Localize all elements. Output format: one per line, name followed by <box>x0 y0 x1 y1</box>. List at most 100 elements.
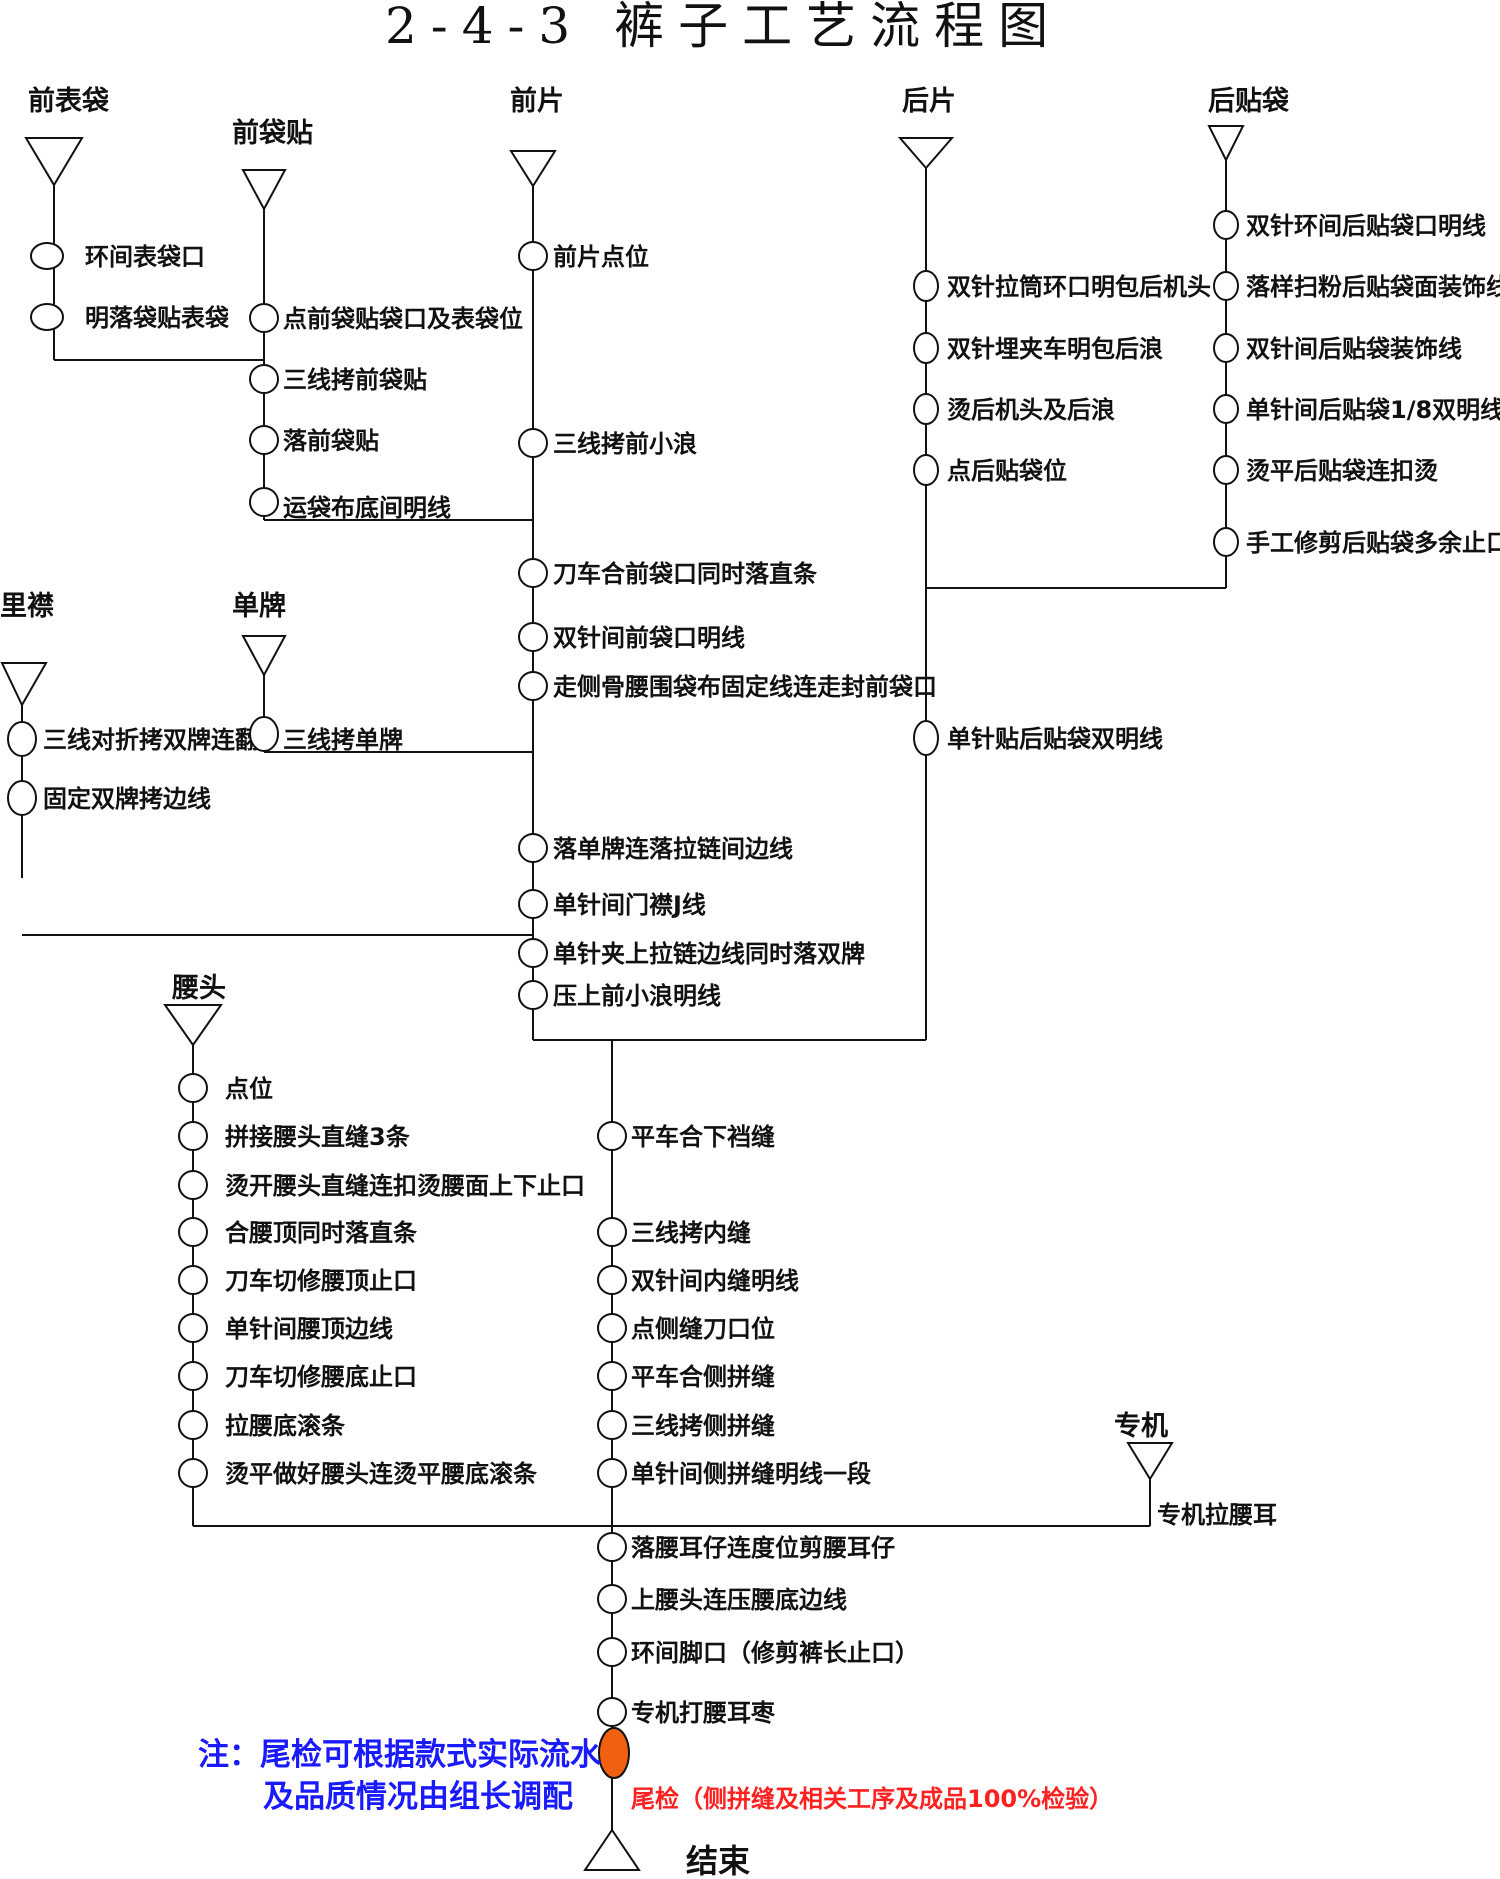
step-label: 点位 <box>225 1075 273 1103</box>
step-node <box>518 938 548 968</box>
step-label: 三线拷侧拼缝 <box>631 1412 775 1440</box>
step-label: 点前袋贴袋口及表袋位 <box>283 305 523 333</box>
step-node <box>178 1410 208 1440</box>
step-label: 固定双牌拷边线 <box>43 785 211 813</box>
step-node <box>518 622 548 652</box>
step-label: 前片点位 <box>553 243 649 271</box>
step-label: 双针间内缝明线 <box>631 1267 799 1295</box>
step-label: 三线拷内缝 <box>631 1219 751 1247</box>
step-node <box>597 1637 627 1667</box>
step-label: 环间表袋口 <box>85 243 205 271</box>
source-triangle-icon <box>1126 1442 1174 1481</box>
source-triangle-icon <box>241 635 287 678</box>
branch-danpai: 三线拷单牌 <box>249 716 403 754</box>
step-node <box>7 780 37 816</box>
source-label-yaotou: 腰头 <box>171 973 226 1004</box>
step-label: 三线拷前小浪 <box>553 430 697 458</box>
step-node <box>597 1217 627 1247</box>
step-label: 三线拷前袋贴 <box>283 366 427 394</box>
step-label-zhuanji: 专机拉腰耳 <box>1157 1501 1277 1529</box>
step-label: 落腰耳仔连度位剪腰耳仔 <box>631 1534 895 1562</box>
step-label: 落样扫粉后贴袋面装饰线 <box>1246 273 1500 301</box>
branch-yaotou: 点位 拼接腰头直缝3条 烫开腰头直缝连扣烫腰面上下止口 合腰顶同时落直条 刀车切… <box>178 1073 585 1488</box>
step-label: 落单牌连落拉链间边线 <box>553 835 793 863</box>
step-node <box>518 428 548 458</box>
step-node <box>249 487 279 517</box>
step-node <box>30 303 64 331</box>
source-label-zhuanji: 专机 <box>1114 1411 1168 1442</box>
step-node <box>178 1170 208 1200</box>
inspection-step: 尾检（侧拼缝及相关工序及成品100%检验） <box>598 1727 1113 1813</box>
step-label: 烫后机头及后浪 <box>947 396 1115 424</box>
source-zhuanji: 专机 <box>1114 1411 1174 1481</box>
source-label-qianpian: 前片 <box>510 85 564 117</box>
step-node <box>249 303 279 333</box>
step-node <box>178 1121 208 1151</box>
step-node <box>597 1121 627 1151</box>
step-node <box>518 558 548 588</box>
step-node <box>1213 271 1239 301</box>
source-triangle-icon <box>509 150 557 188</box>
source-label-houtiedai: 后贴袋 <box>1208 86 1290 117</box>
step-node <box>913 454 939 486</box>
step-node <box>597 1458 627 1488</box>
step-label: 单针间侧拼缝明线一段 <box>631 1460 871 1488</box>
step-node <box>597 1584 627 1614</box>
step-label: 合腰顶同时落直条 <box>225 1219 418 1247</box>
step-node <box>249 425 279 455</box>
step-label: 单针间腰顶边线 <box>225 1315 393 1343</box>
step-label: 上腰头连压腰底边线 <box>631 1586 847 1614</box>
source-triangle-icon <box>241 169 287 212</box>
note: 注：尾检可根据款式实际流水 及品质情况由组长调配 <box>198 1737 602 1815</box>
step-node <box>1213 527 1239 557</box>
source-triangle-icon <box>0 662 48 708</box>
source-houpian: 后片 <box>897 86 956 170</box>
branch-houpian: 双针拉筒环口明包后机头 双针埋夹车明包后浪 烫后机头及后浪 点后贴袋位 单针贴后… <box>913 270 1211 756</box>
step-label: 平车合侧拼缝 <box>631 1363 775 1391</box>
source-lijin: 里襟 <box>0 591 54 708</box>
step-label: 双针拉筒环口明包后机头 <box>947 273 1211 301</box>
step-label: 单针夹上拉链边线同时落双牌 <box>553 940 865 968</box>
source-label-lijin: 里襟 <box>0 591 54 622</box>
step-label: 落前袋贴 <box>283 427 379 455</box>
source-triangle-icon <box>163 1004 223 1047</box>
step-label: 三线对折拷双牌连翻 <box>43 726 259 754</box>
step-node <box>597 1697 627 1727</box>
step-label: 环间脚口（修剪裤长止口） <box>631 1639 919 1667</box>
step-node <box>913 270 939 302</box>
step-node <box>178 1458 208 1488</box>
step-node <box>7 721 37 757</box>
step-node <box>597 1265 627 1295</box>
step-node <box>518 671 548 701</box>
step-label: 专机打腰耳枣 <box>631 1699 776 1727</box>
source-qianbiaodai: 前表袋 <box>24 85 110 187</box>
note-line-1: 注：尾检可根据款式实际流水 <box>198 1737 602 1773</box>
step-node <box>249 364 279 394</box>
step-label: 双针环间后贴袋口明线 <box>1246 212 1486 240</box>
step-node <box>518 980 548 1010</box>
step-label: 单针间门襟J线 <box>553 891 706 919</box>
diagram-title: 2-4-3 裤子工艺流程图 <box>385 0 1062 55</box>
step-node <box>597 1361 627 1391</box>
inspection-label: 尾检（侧拼缝及相关工序及成品100%检验） <box>631 1785 1113 1813</box>
step-label: 刀车切修腰底止口 <box>225 1363 417 1391</box>
step-node <box>913 720 939 756</box>
end-triangle-icon <box>583 1828 641 1871</box>
step-node <box>1213 333 1239 363</box>
step-label: 点侧缝刀口位 <box>631 1315 775 1343</box>
step-label: 双针埋夹车明包后浪 <box>947 335 1163 363</box>
source-label-houpian: 后片 <box>902 86 956 117</box>
step-label: 单针贴后贴袋双明线 <box>947 725 1163 753</box>
step-node <box>178 1361 208 1391</box>
step-node <box>249 716 279 752</box>
branch-final: 落腰耳仔连度位剪腰耳仔 上腰头连压腰底边线 环间脚口（修剪裤长止口） 专机打腰耳… <box>597 1532 919 1727</box>
step-node <box>178 1073 208 1103</box>
step-label: 平车合下裆缝 <box>631 1123 775 1151</box>
step-node <box>1213 210 1239 240</box>
step-node <box>597 1313 627 1343</box>
step-node <box>597 1532 627 1562</box>
step-label: 烫开腰头直缝连扣烫腰面上下止口 <box>225 1172 585 1200</box>
step-label: 烫平做好腰头连烫平腰底滚条 <box>225 1460 538 1488</box>
step-node <box>178 1265 208 1295</box>
